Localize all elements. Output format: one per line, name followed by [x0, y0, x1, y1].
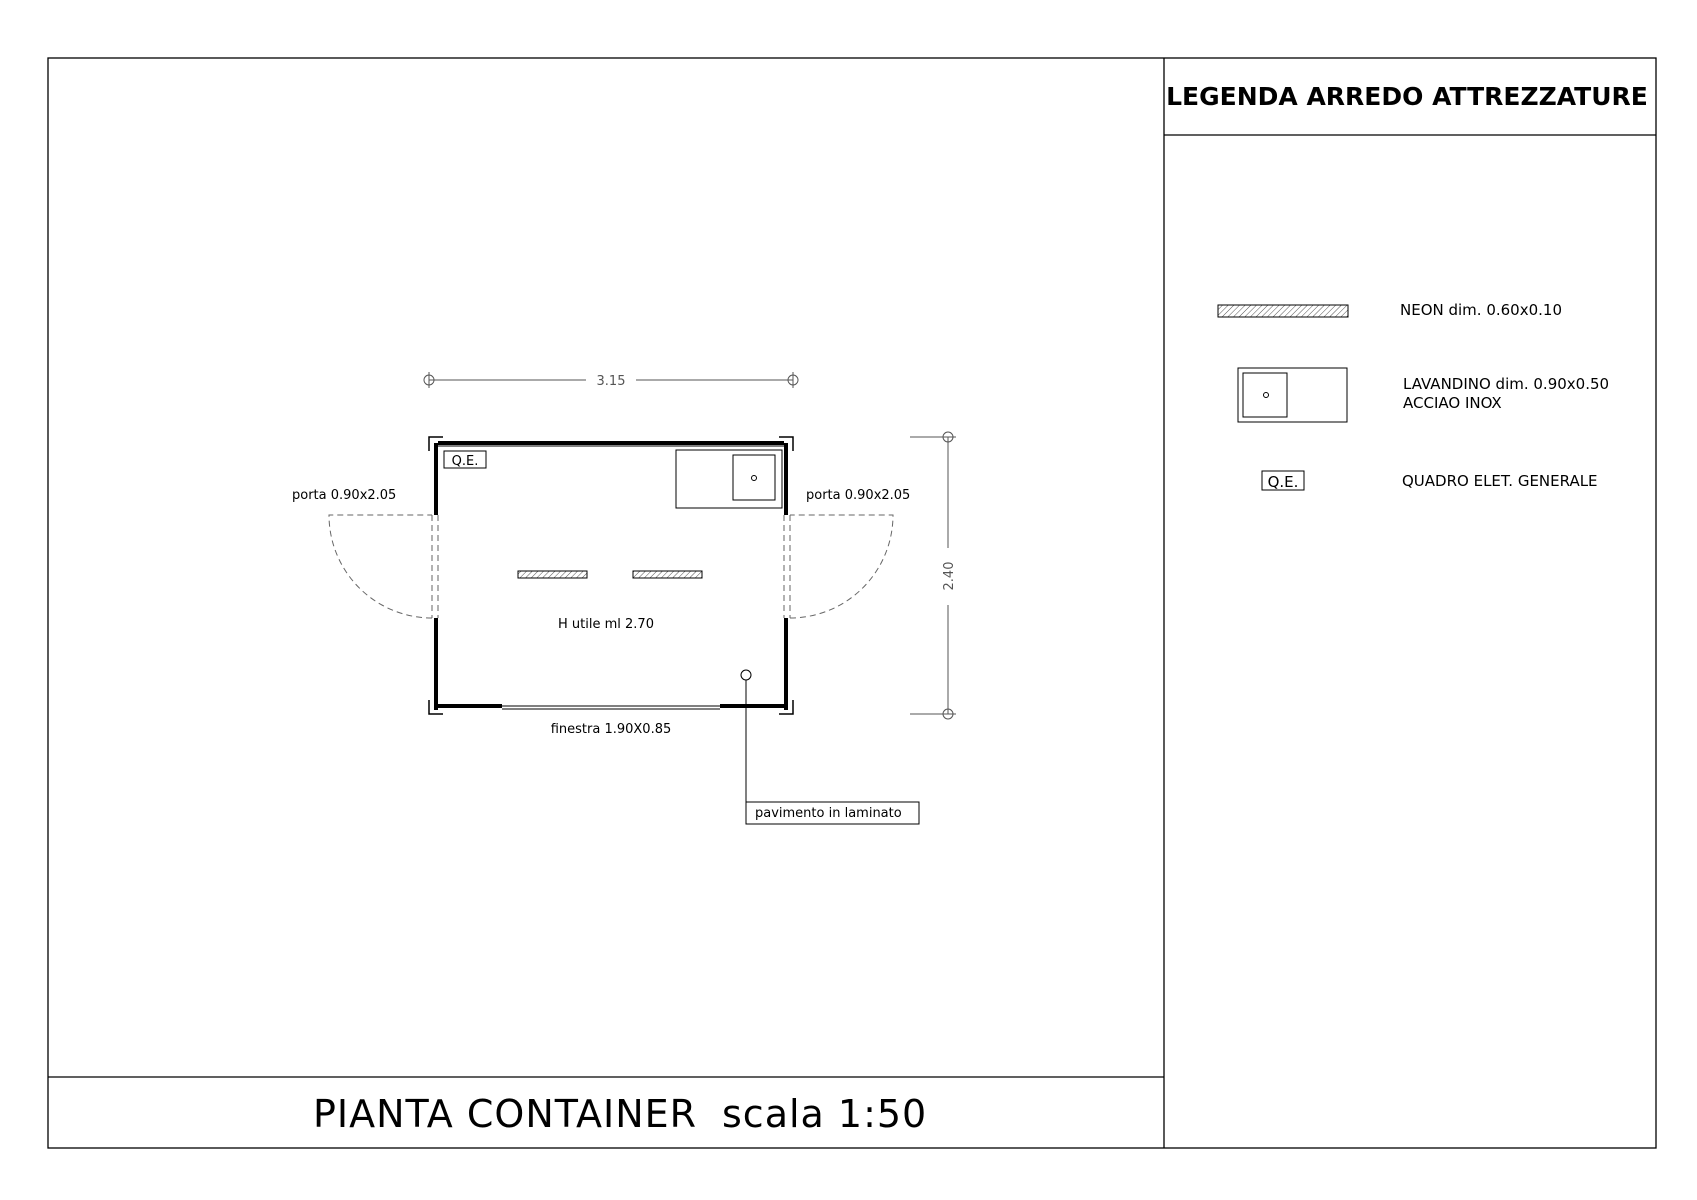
floor-note-leader	[740, 669, 920, 825]
legend-neon-label: NEON dim. 0.60x0.10	[1400, 301, 1562, 319]
legend-qe-symbol: Q.E.	[1268, 473, 1299, 491]
depth-dimension-line	[910, 431, 956, 720]
plan-neon-right	[632, 570, 703, 579]
plan-title: PIANTA CONTAINER	[313, 1092, 697, 1136]
width-dimension: 3.15	[597, 374, 626, 389]
legend-sink-symbol	[1237, 367, 1348, 423]
legend-qe-box	[1261, 470, 1305, 491]
left-door-swing	[328, 514, 439, 619]
right-door-label: porta 0.90x2.05	[806, 488, 910, 503]
container-walls	[434, 441, 788, 710]
plan-sink	[675, 449, 783, 509]
width-dimension-line	[423, 372, 799, 388]
legend-neon-symbol	[1217, 304, 1349, 318]
depth-dimension: 2.40	[942, 562, 957, 591]
legend-qe-label: QUADRO ELET. GENERALE	[1402, 472, 1598, 490]
height-note: H utile ml 2.70	[558, 617, 654, 632]
legend-sink-label-line1: LAVANDINO dim. 0.90x0.50	[1403, 375, 1609, 393]
sheet-frame	[47, 57, 1657, 1149]
legend-sink-label-line2: ACCIAO INOX	[1403, 394, 1502, 412]
left-door-label: porta 0.90x2.05	[292, 488, 396, 503]
window-label: finestra 1.90X0.85	[551, 722, 672, 737]
plan-qe-box	[443, 450, 487, 469]
legend-header: LEGENDA ARREDO ATTREZZATURE	[1166, 82, 1648, 111]
plan-scale: scala 1:50	[722, 1092, 927, 1136]
corner-posts	[428, 436, 794, 715]
plan-neon-left	[517, 570, 588, 579]
plan-qe-tag: Q.E.	[452, 454, 479, 469]
floor-note: pavimento in laminato	[755, 806, 902, 821]
right-door-swing	[783, 514, 894, 619]
